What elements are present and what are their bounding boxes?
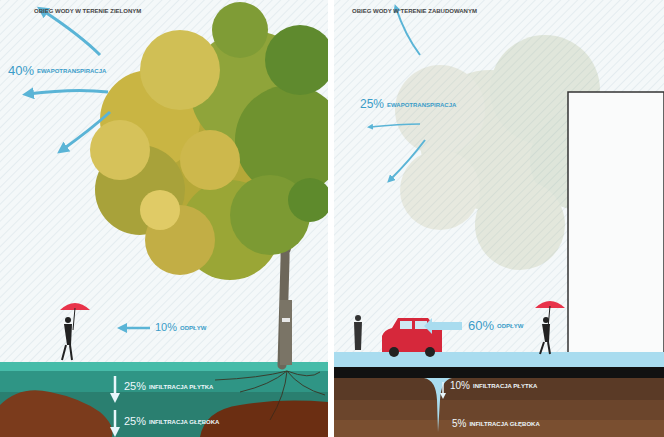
flow-label: EWAPOTRANSPIRACJA [37,68,106,74]
percentage: 25% [124,416,146,427]
percentage: 25% [124,381,146,392]
flow-label: INFILTRACJA PŁYTKA [149,384,213,390]
panel-heading: OBIEG WODY W TERENIE ZIELONYM [34,8,141,14]
percentage: 10% [450,381,470,391]
percentage: 5% [452,419,466,429]
panel-heading: OBIEG WODY W TERENIE ZABUDOWANYM [352,8,477,14]
flow-label: EWAPOTRANSPIRACJA [387,102,456,108]
flow-label: INFILTRACJA PŁYTKA [473,383,537,389]
flow-label: INFILTRACJA GŁĘBOKA [149,419,219,425]
percentage: 60% [468,319,494,332]
right-panel [334,0,664,437]
percentage: 25% [360,98,384,110]
left-panel [0,0,345,437]
percentage: 10% [155,322,177,333]
percentage: 40% [8,64,34,77]
flow-label: ODPŁYW [180,325,206,331]
flow-label: INFILTRACJA GŁĘBOKA [469,421,539,427]
flow-label: ODPŁYW [497,323,523,329]
